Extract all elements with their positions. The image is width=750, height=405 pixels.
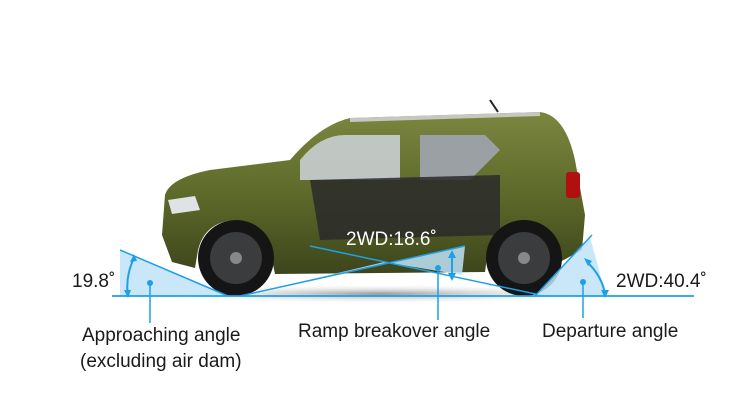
rear-wheel [486,220,562,296]
front-wheel [198,220,274,296]
approach-angle-marker [119,249,229,323]
departure-angle-marker [534,234,609,318]
approach-angle-value: 19.8˚ [72,271,116,292]
departure-angle-label: Departure angle [542,321,679,342]
approach-angle-label: Approaching angle [82,325,241,346]
approach-angle-sublabel: (excluding air dam) [80,351,242,372]
departure-angle-value: 2WD:40.4˚ [616,271,707,292]
car-illustration [162,99,585,296]
ramp-angle-marker [239,245,546,320]
ramp-angle-value: 2WD:18.6˚ [346,229,437,250]
ramp-angle-label: Ramp breakover angle [298,321,491,342]
